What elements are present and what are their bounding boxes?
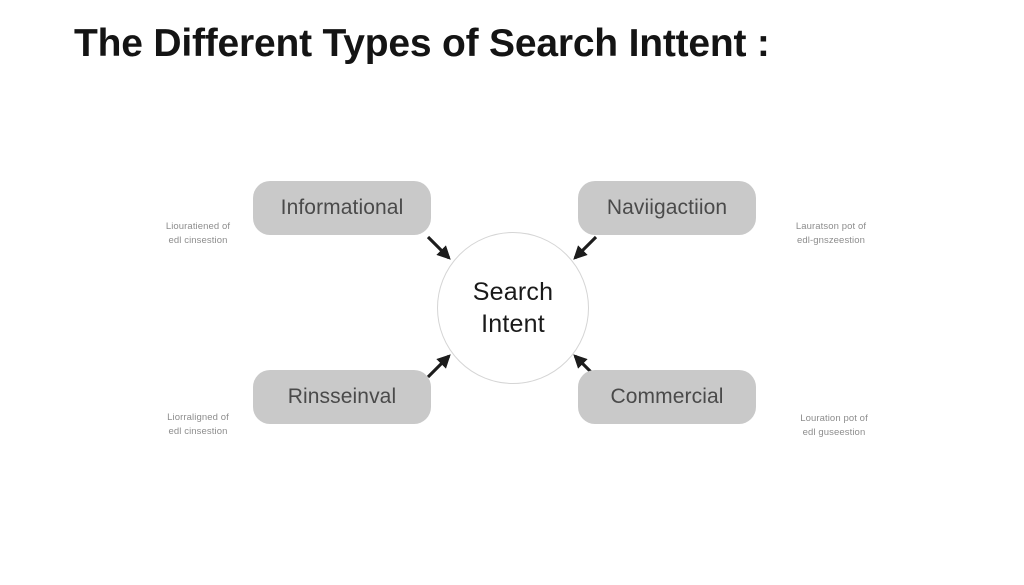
- node-transactional-label: Rinsseinval: [287, 385, 397, 408]
- arrow-transactional-to-center: [426, 354, 451, 379]
- caption-informational: Liouratiened of edl cinsestion: [139, 220, 257, 248]
- arrow-informational-to-center: [426, 235, 451, 260]
- caption-transactional-line1: Liorraligned of: [167, 412, 229, 423]
- node-informational[interactable]: Informational: [253, 181, 431, 235]
- center-label-line1: Search: [472, 278, 554, 306]
- caption-commercial-line1: Louration pot of: [800, 413, 868, 424]
- caption-navigational: Lauratson pot of edl-gnszeestion: [772, 220, 890, 248]
- node-transactional[interactable]: Rinsseinval: [253, 370, 431, 424]
- node-commercial[interactable]: Commercial: [578, 370, 756, 424]
- node-navigational[interactable]: Naviigactiion: [578, 181, 756, 235]
- page-title: The Different Types of Search Inttent :: [74, 22, 770, 65]
- arrow-navigational-to-center: [573, 235, 598, 260]
- node-navigational-label: Naviigactiion: [606, 196, 728, 219]
- caption-transactional-line2: edl cinsestion: [168, 425, 228, 437]
- caption-transactional: Liorraligned of edl cinsestion: [139, 411, 257, 439]
- caption-commercial: Louration pot of edl guseestion: [775, 412, 893, 440]
- caption-informational-line1: Liouratiened of: [165, 221, 231, 232]
- node-informational-label: Informational: [280, 196, 404, 219]
- center-label-line2: Intent: [481, 310, 545, 338]
- node-commercial-label: Commercial: [610, 385, 724, 408]
- caption-navigational-line2: edl-gnszeestion: [796, 234, 866, 246]
- center-node-search-intent[interactable]: Search Intent: [437, 232, 589, 384]
- caption-informational-line2: edl cinsestion: [168, 234, 228, 246]
- caption-commercial-line2: edl guseestion: [802, 426, 866, 438]
- caption-navigational-line1: Lauratson pot of: [795, 221, 867, 232]
